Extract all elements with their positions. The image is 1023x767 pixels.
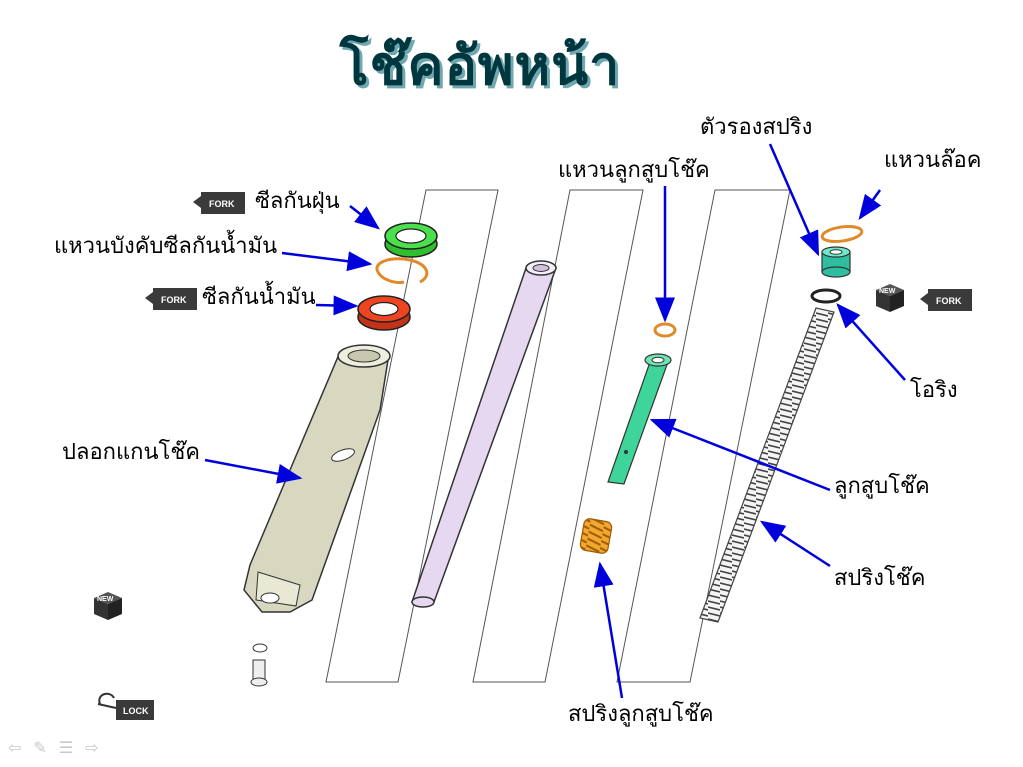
oil-seal <box>357 295 411 331</box>
label-fork-piston: ลูกสูบโช๊ค <box>834 474 930 499</box>
label-oil-seal-clip: แหวนบังคับซีลกันน้ำมัน <box>54 234 278 259</box>
dust-seal <box>384 222 438 258</box>
fork-piston <box>607 353 672 485</box>
inner-fork-tube <box>410 260 558 608</box>
fork-oil-tag-icon: FORK <box>920 289 972 311</box>
stopper-ring <box>820 225 864 243</box>
fork-tag-label: FORK <box>161 295 187 305</box>
panel-inner-tube <box>472 189 644 683</box>
arrow-spring-seat <box>768 143 820 257</box>
slide-nav: ⇦ ✎ ☰ ⇨ <box>8 738 99 757</box>
label-stopper-ring: แหวนล๊อค <box>884 148 982 173</box>
locking-agent-icon: LOCK <box>97 692 154 720</box>
arrow-stopper-ring <box>858 189 882 221</box>
fork-oil-tag-icon: FORK <box>145 288 197 310</box>
label-rebound-spring: สปริงลูกสูบโช๊ค <box>568 702 714 727</box>
new-tag-label: NEW <box>97 596 114 603</box>
spring-seat <box>821 246 851 278</box>
menu-icon[interactable]: ☰ <box>58 738 74 757</box>
label-o-ring: โอริง <box>910 378 958 403</box>
fork-tag-label: FORK <box>936 296 962 306</box>
panel-slider <box>325 189 499 683</box>
piston-ring <box>653 322 677 338</box>
o-ring <box>810 288 842 304</box>
label-fork-spring: สปริงโช๊ค <box>834 566 926 591</box>
arrow-o-ring <box>836 303 906 381</box>
pen-icon[interactable]: ✎ <box>33 738 47 757</box>
label-spring-seat: ตัวรองสปริง <box>700 115 813 140</box>
label-oil-seal: ซีลกันน้ำมัน <box>202 285 316 310</box>
new-part-box-icon: NEW <box>94 592 122 620</box>
arrow-right-icon[interactable]: ⇨ <box>85 738 99 757</box>
label-piston-ring: แหวนลูกสูบโช๊ค <box>558 158 710 183</box>
lock-tag-label: LOCK <box>123 706 149 716</box>
label-fork-slider: ปลอกแกนโช๊ค <box>62 440 200 465</box>
fork-slider <box>243 344 391 613</box>
arrow-left-icon[interactable]: ⇦ <box>8 738 22 757</box>
arrow-fork-slider <box>204 458 303 484</box>
arrow-oil-seal-clip <box>281 251 373 272</box>
arrow-oil-seal <box>315 295 359 316</box>
label-dust-seal: ซีลกันฝุ่น <box>255 189 340 214</box>
rebound-spring <box>579 518 613 554</box>
new-tag-label: NEW <box>879 288 896 295</box>
bottom-bolt <box>250 643 268 687</box>
arrow-rebound-spring <box>593 561 624 699</box>
fork-tag-label: FORK <box>209 199 235 209</box>
fork-oil-tag-icon: FORK <box>193 192 245 214</box>
arrow-dust-seal <box>349 205 380 230</box>
callout-arrows <box>204 143 906 699</box>
panel-spring <box>616 189 791 683</box>
oil-seal-clip <box>375 257 429 284</box>
arrow-fork-spring <box>759 520 831 568</box>
page-title: โช๊คอัพหน้า <box>339 34 621 97</box>
new-part-box-icon: NEW <box>876 284 904 312</box>
arrow-fork-piston <box>649 418 831 492</box>
